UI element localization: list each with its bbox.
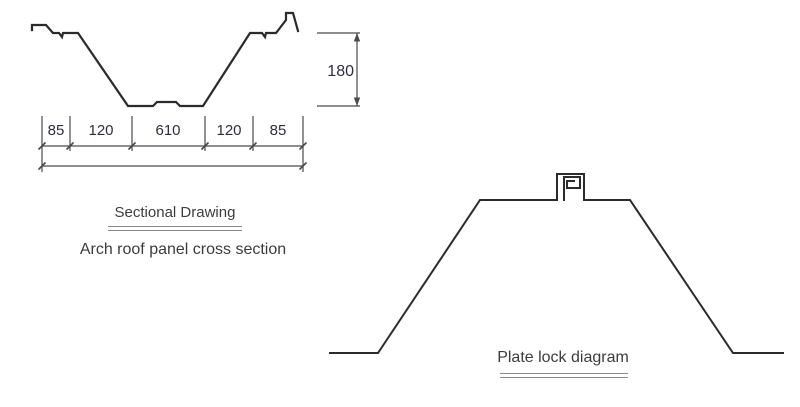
dim-85-left: 85 — [47, 122, 65, 139]
dimension-tick-marks — [37, 141, 308, 171]
width-dimension-lines — [37, 116, 308, 172]
dimension-line-segments — [42, 145, 303, 167]
sectional-drawing-subtitle: Arch roof panel cross section — [79, 241, 287, 258]
dim-120-left: 120 — [88, 122, 114, 139]
dimension-extension-lines — [41, 116, 304, 172]
dim-85-right: 85 — [269, 122, 287, 139]
plate-lock-profile — [329, 173, 784, 354]
plate-lock-diagram — [329, 173, 784, 354]
seam-lock-detail — [563, 176, 581, 201]
height-dimension — [317, 32, 361, 107]
sectional-drawing-title: Sectional Drawing — [114, 204, 236, 221]
sectional-title-underline — [108, 226, 242, 231]
plate-lock-title: Plate lock diagram — [497, 349, 629, 366]
height-arrow-down — [353, 97, 361, 106]
roof-panel-profile — [30, 11, 300, 108]
height-dimension-bars — [317, 32, 360, 107]
height-arrow-up — [353, 33, 361, 42]
dim-180-height: 180 — [327, 63, 354, 80]
dim-610-center: 610 — [155, 122, 181, 139]
plate-lock-title-underline — [500, 373, 628, 378]
dim-120-right: 120 — [216, 122, 242, 139]
